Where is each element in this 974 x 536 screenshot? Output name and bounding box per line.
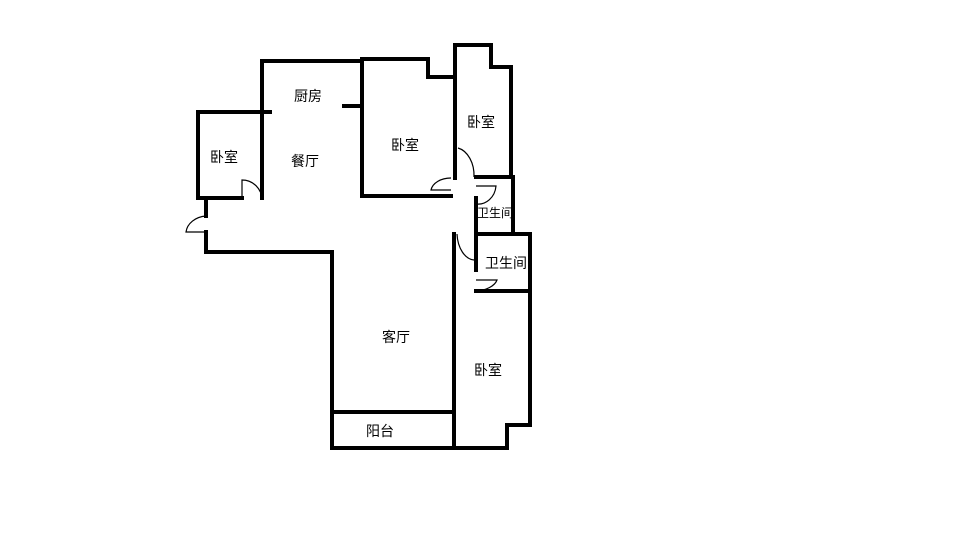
- room-label-bedroom-east: 卧室: [474, 362, 502, 379]
- room-label-bedroom-north: 卧室: [391, 137, 419, 154]
- room-label-living: 客厅: [382, 329, 410, 346]
- room-label-bedroom-west: 卧室: [210, 149, 238, 166]
- room-label-kitchen: 厨房: [294, 89, 322, 105]
- room-label-bathroom-1: 卫生间: [477, 206, 513, 220]
- room-labels: 卧室 厨房 餐厅 卧室 卧室 卫生间 卫生间 客厅 卧室 阳台: [210, 89, 527, 440]
- room-label-balcony: 阳台: [366, 424, 394, 440]
- room-label-dining: 餐厅: [291, 154, 319, 170]
- walls: [196, 43, 532, 450]
- doors: [185, 147, 498, 292]
- room-label-bathroom-2: 卫生间: [485, 256, 527, 272]
- room-label-bedroom-northeast: 卧室: [467, 114, 495, 131]
